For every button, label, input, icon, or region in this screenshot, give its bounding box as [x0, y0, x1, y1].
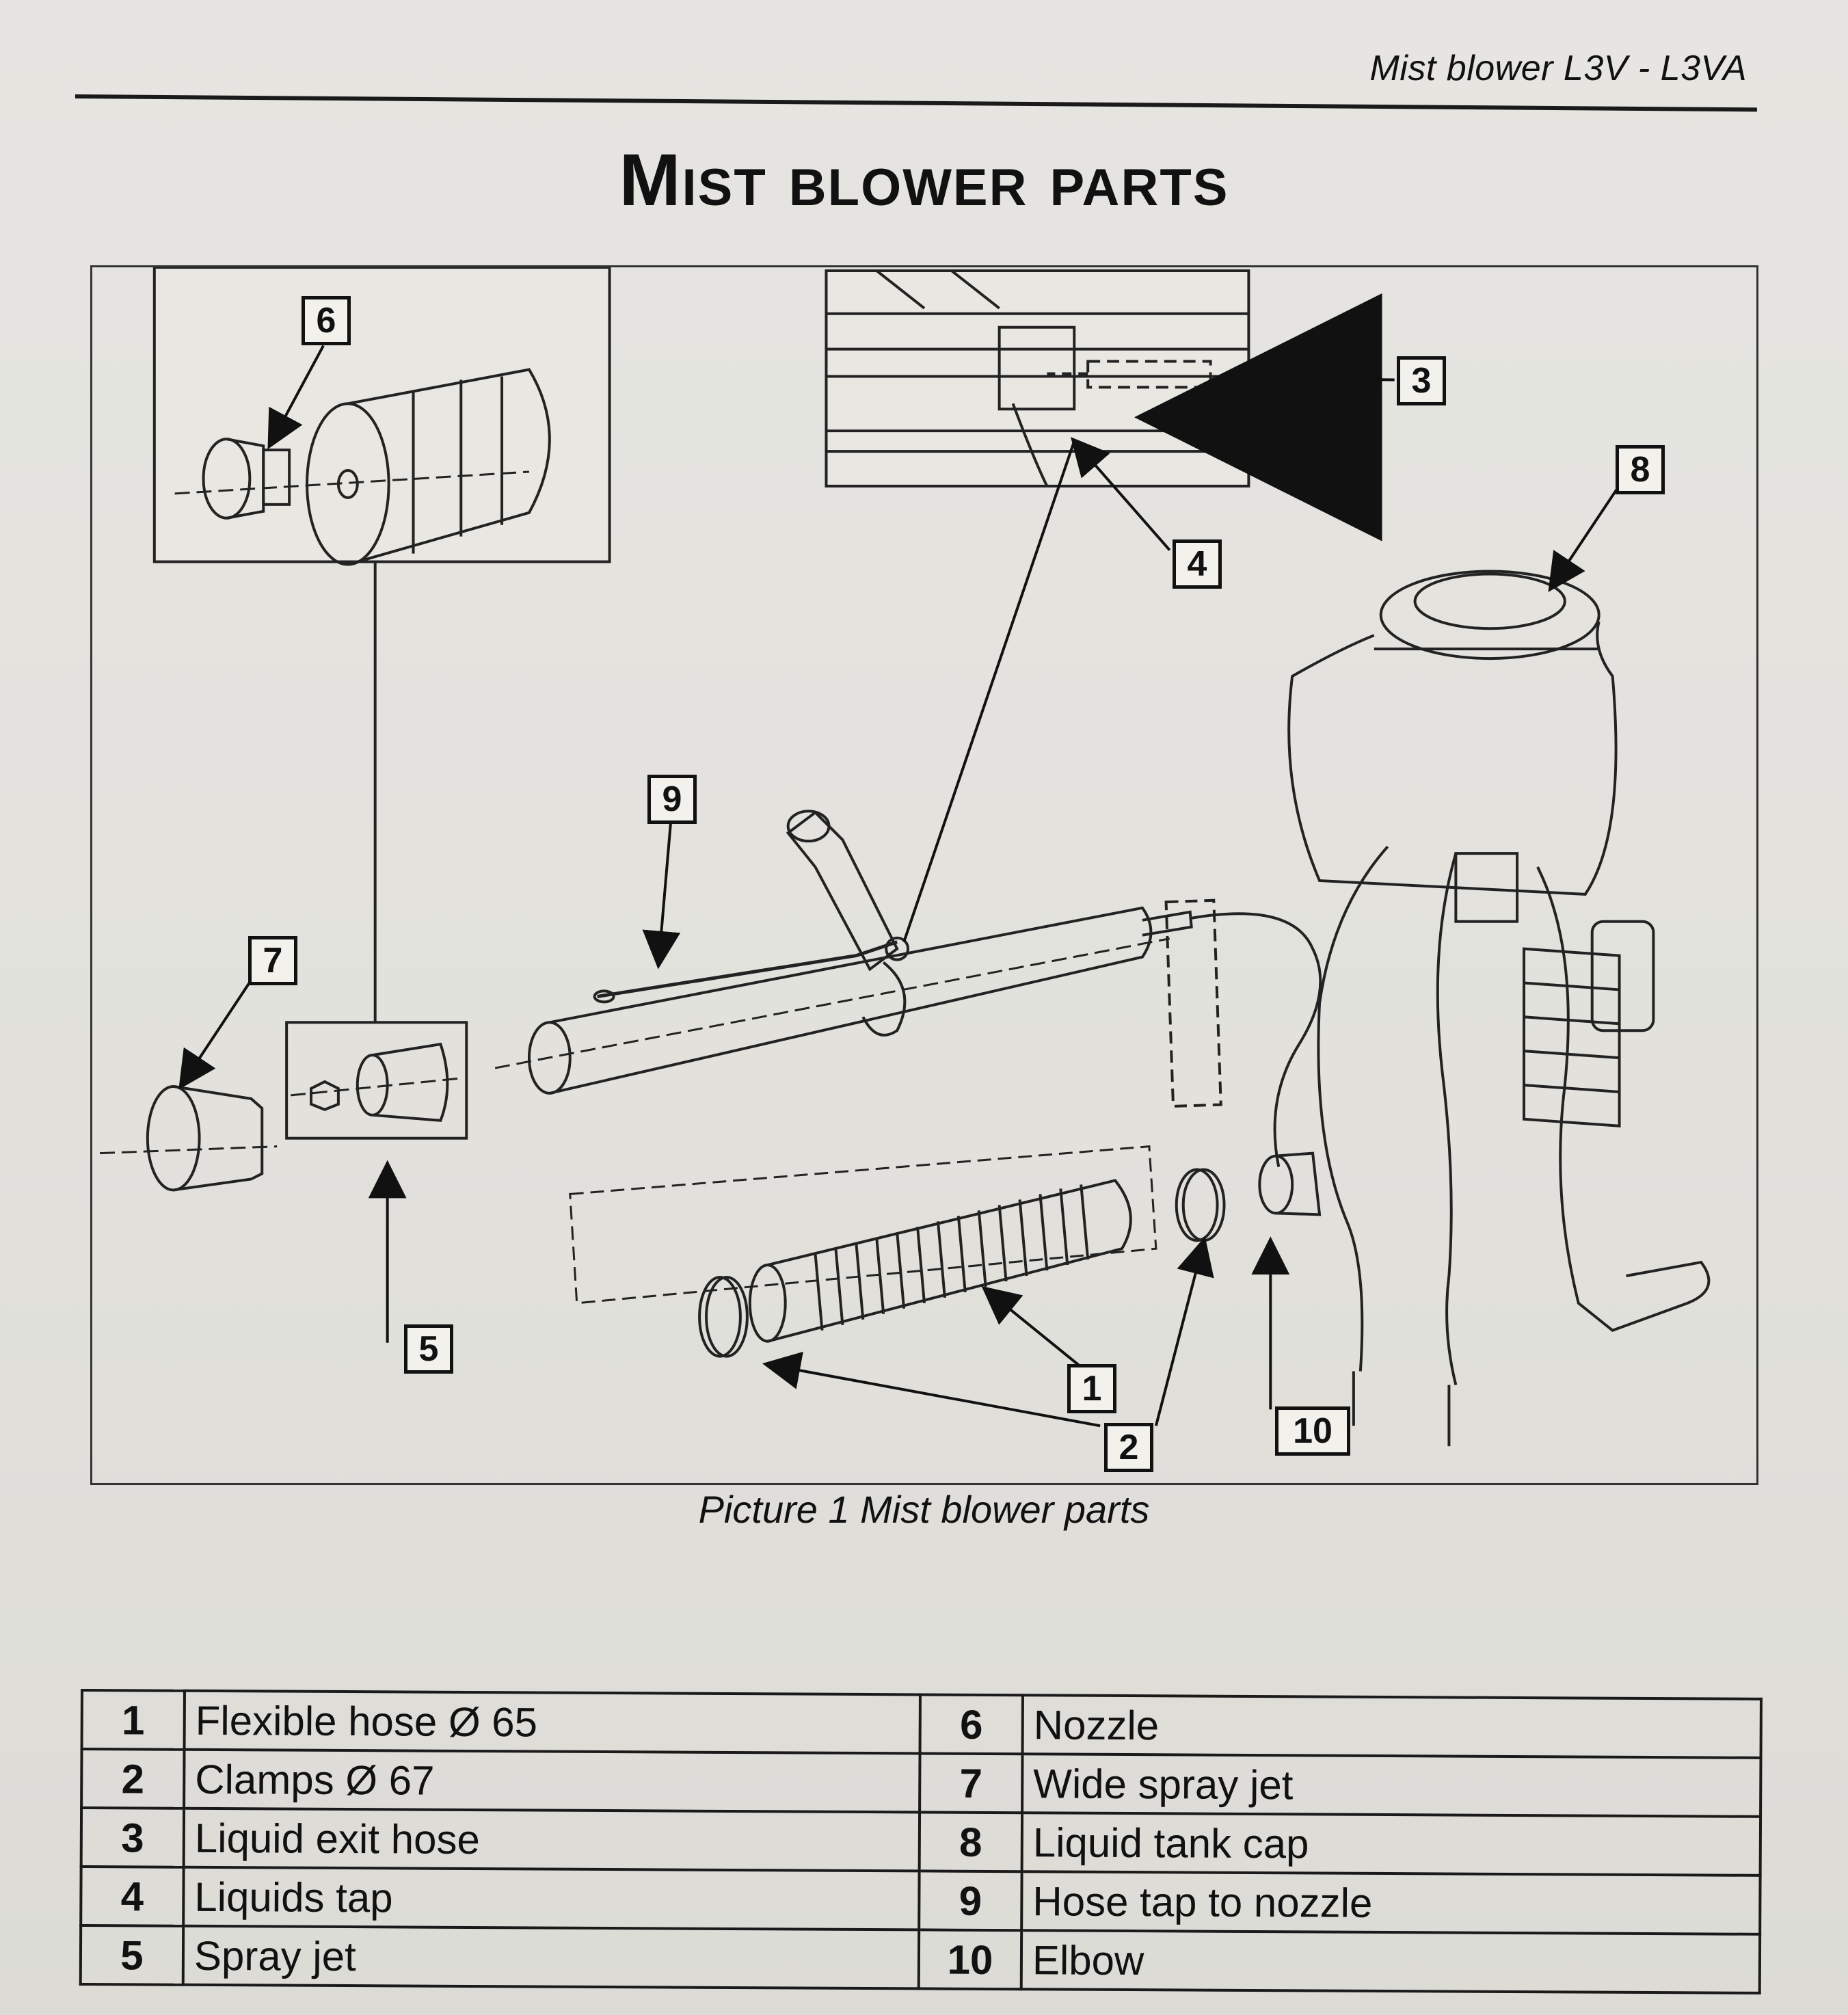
hose-dashed-frame	[569, 1145, 1157, 1305]
page-title: Mist blower parts	[619, 138, 1229, 221]
table-row: 3 Liquid exit hose 8 Liquid tank cap	[81, 1808, 1761, 1876]
callout-4: 4	[1173, 539, 1222, 589]
callout-3: 3	[1397, 356, 1446, 405]
part-number: 5	[80, 1925, 184, 1985]
callout-2: 2	[1104, 1423, 1153, 1472]
wide-spray-jet-drawing	[100, 1084, 278, 1192]
part-number: 7	[920, 1753, 1023, 1813]
nozzle-detail-inset	[152, 267, 611, 563]
callout-5: 5	[404, 1324, 453, 1374]
part-number: 3	[81, 1808, 185, 1867]
part-name: Liquid tank cap	[1021, 1813, 1761, 1876]
header-rule	[75, 94, 1757, 112]
tap-detail-inset	[825, 269, 1250, 488]
part-number: 2	[81, 1749, 185, 1809]
running-header: Mist blower L3V - L3VA	[1369, 49, 1747, 88]
part-name: Clamps Ø 67	[184, 1749, 920, 1813]
callout-8: 8	[1616, 445, 1665, 494]
part-number: 8	[919, 1812, 1023, 1872]
part-name: Wide spray jet	[1022, 1754, 1761, 1817]
part-name: Liquids tap	[183, 1867, 920, 1930]
part-name: Flexible hose Ø 65	[184, 1690, 920, 1754]
callout-10: 10	[1275, 1406, 1350, 1456]
parts-table: 1 Flexible hose Ø 65 6 Nozzle 2 Clamps Ø…	[79, 1689, 1763, 1994]
tap-drawing	[826, 269, 1382, 542]
part-name: Nozzle	[1022, 1695, 1761, 1758]
nozzle-drawing	[174, 368, 551, 566]
callout-7: 7	[248, 936, 297, 985]
part-name: Hose tap to nozzle	[1021, 1871, 1760, 1934]
callout-1: 1	[1067, 1364, 1116, 1413]
part-number: 4	[81, 1867, 184, 1926]
part-name: Spray jet	[183, 1925, 920, 1989]
table-row: 2 Clamps Ø 67 7 Wide spray jet	[81, 1749, 1761, 1817]
part-name: Liquid exit hose	[183, 1808, 920, 1871]
part-number: 9	[919, 1871, 1022, 1931]
part-number: 1	[81, 1690, 185, 1750]
parts-diagram: 6 3 8 4 9 7 5 1 2 10	[90, 265, 1758, 1485]
blower-machine-drawing	[1287, 570, 1711, 1447]
spray-jet-drawing	[290, 1042, 461, 1122]
flexible-hose-drawing	[748, 1179, 1132, 1343]
part-number: 6	[920, 1694, 1023, 1754]
callout-6: 6	[302, 296, 351, 345]
part-number: 10	[918, 1930, 1022, 1990]
blower-tube-drawing	[494, 810, 1322, 1167]
table-row: 4 Liquids tap 9 Hose tap to nozzle	[81, 1867, 1760, 1934]
table-row: 1 Flexible hose Ø 65 6 Nozzle	[81, 1690, 1761, 1758]
part-name: Elbow	[1021, 1930, 1760, 1993]
elbow-drawing	[1258, 1151, 1322, 1216]
table-row: 5 Spray jet 10 Elbow	[80, 1925, 1760, 1993]
exploded-view-drawing	[100, 267, 1711, 1447]
callout-9: 9	[647, 775, 697, 824]
figure-caption: Picture 1 Mist blower parts	[698, 1488, 1150, 1531]
